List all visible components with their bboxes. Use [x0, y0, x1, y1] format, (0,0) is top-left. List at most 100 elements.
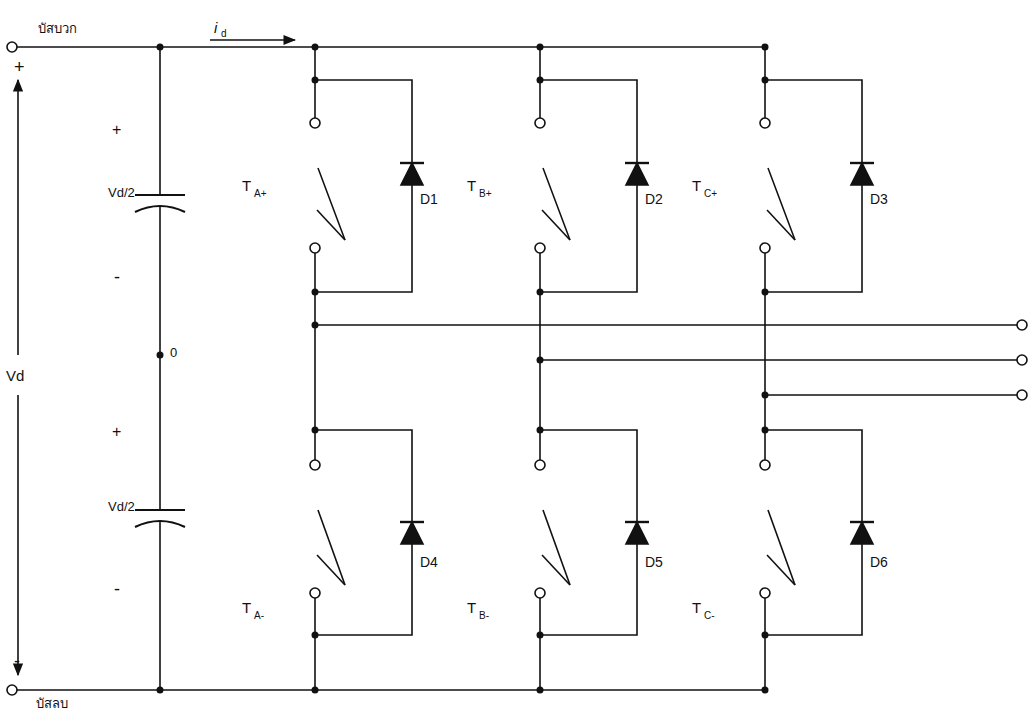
wire: [314, 325, 316, 460]
junction-dot: [762, 77, 769, 84]
wire: [314, 598, 316, 690]
junction-dot: [537, 357, 544, 364]
switch-label: T: [467, 600, 476, 615]
diode-label: D2: [645, 192, 663, 206]
diode-symbol: [400, 162, 424, 164]
junction-dot: [157, 44, 164, 51]
switch-label: T: [242, 178, 251, 193]
diode-symbol: [850, 521, 874, 523]
junction-dot: [762, 632, 769, 639]
diode-symbol: [625, 521, 649, 523]
voltage-label: Vd/2: [108, 186, 135, 199]
polarity-sign: -: [114, 580, 120, 598]
switch-blade: [318, 510, 345, 585]
switch-blade: [543, 510, 570, 585]
switch-blade: [768, 168, 795, 240]
junction-dot: [312, 687, 319, 694]
junction-dot: [762, 687, 769, 694]
terminal-sign: -: [14, 652, 20, 670]
subscript: A+: [254, 189, 267, 199]
junction-dot: [762, 427, 769, 434]
diode-symbol: [626, 163, 648, 185]
switch-label: T: [467, 178, 476, 193]
current-symbol: i: [214, 20, 217, 35]
junction-dot: [312, 77, 319, 84]
diode-label: D6: [870, 555, 888, 569]
switch-contact: [310, 460, 320, 470]
bus-label: บัสบวก: [38, 22, 77, 35]
diode-label: D5: [645, 555, 663, 569]
switch-contact: [310, 243, 320, 253]
wire: [764, 253, 766, 395]
switch-blade: [767, 555, 795, 585]
subscript: A-: [254, 611, 264, 621]
node-label: 0: [170, 346, 177, 359]
diode-symbol: [850, 162, 874, 164]
voltage-label: Vd/2: [108, 500, 135, 513]
wire: [539, 360, 541, 460]
diode-symbol: [851, 522, 873, 544]
junction-dot: [312, 322, 319, 329]
wire: [540, 430, 637, 635]
polarity-sign: +: [112, 424, 121, 440]
switch-blade: [768, 510, 795, 585]
switch-contact: [760, 118, 770, 128]
diode-symbol: [400, 521, 424, 523]
diode-label: D4: [420, 555, 438, 569]
wire: [315, 80, 412, 292]
junction-dot: [312, 44, 319, 51]
junction-dot: [537, 687, 544, 694]
polarity-sign: -: [114, 268, 120, 286]
terminal-sign: +: [14, 58, 25, 76]
junction-dot: [762, 289, 769, 296]
subscript: d: [221, 29, 227, 39]
junction-dot: [537, 289, 544, 296]
switch-contact: [535, 243, 545, 253]
subscript: B-: [479, 611, 489, 621]
junction-dot: [537, 44, 544, 51]
switch-contact: [760, 243, 770, 253]
switch-contact: [535, 118, 545, 128]
switch-blade: [317, 210, 345, 240]
switch-contact: [760, 460, 770, 470]
diode-symbol: [626, 522, 648, 544]
wire: [764, 598, 766, 690]
wire: [539, 598, 541, 690]
wire: [765, 430, 862, 635]
switch-blade: [317, 555, 345, 585]
switch-label: T: [242, 600, 251, 615]
switch-contact: [310, 118, 320, 128]
junction-dot: [157, 352, 164, 359]
diode-symbol: [401, 163, 423, 185]
switch-contact: [310, 588, 320, 598]
wire: [539, 253, 541, 360]
wire: [315, 430, 412, 635]
switch-contact: [535, 588, 545, 598]
diode-symbol: [401, 522, 423, 544]
diode-label: D1: [420, 192, 438, 206]
voltage-label: Vd: [6, 368, 24, 383]
diode-symbol: [625, 162, 649, 164]
switch-label: T: [692, 600, 701, 615]
switch-blade: [318, 168, 345, 240]
junction-dot: [312, 632, 319, 639]
switch-label: T: [692, 178, 701, 193]
subscript: C-: [704, 611, 715, 621]
bus-label: บัสลบ: [36, 697, 68, 710]
junction-dot: [312, 289, 319, 296]
junction-dot: [537, 427, 544, 434]
subscript: C+: [704, 189, 717, 199]
junction-dot: [537, 632, 544, 639]
switch-blade: [542, 555, 570, 585]
polarity-sign: +: [112, 122, 121, 138]
junction-dot: [537, 77, 544, 84]
switch-contact: [535, 460, 545, 470]
junction-dot: [762, 392, 769, 399]
junction-dot: [312, 427, 319, 434]
junction-dot: [157, 687, 164, 694]
switch-blade: [767, 210, 795, 240]
diode-symbol: [851, 163, 873, 185]
subscript: B+: [479, 189, 492, 199]
